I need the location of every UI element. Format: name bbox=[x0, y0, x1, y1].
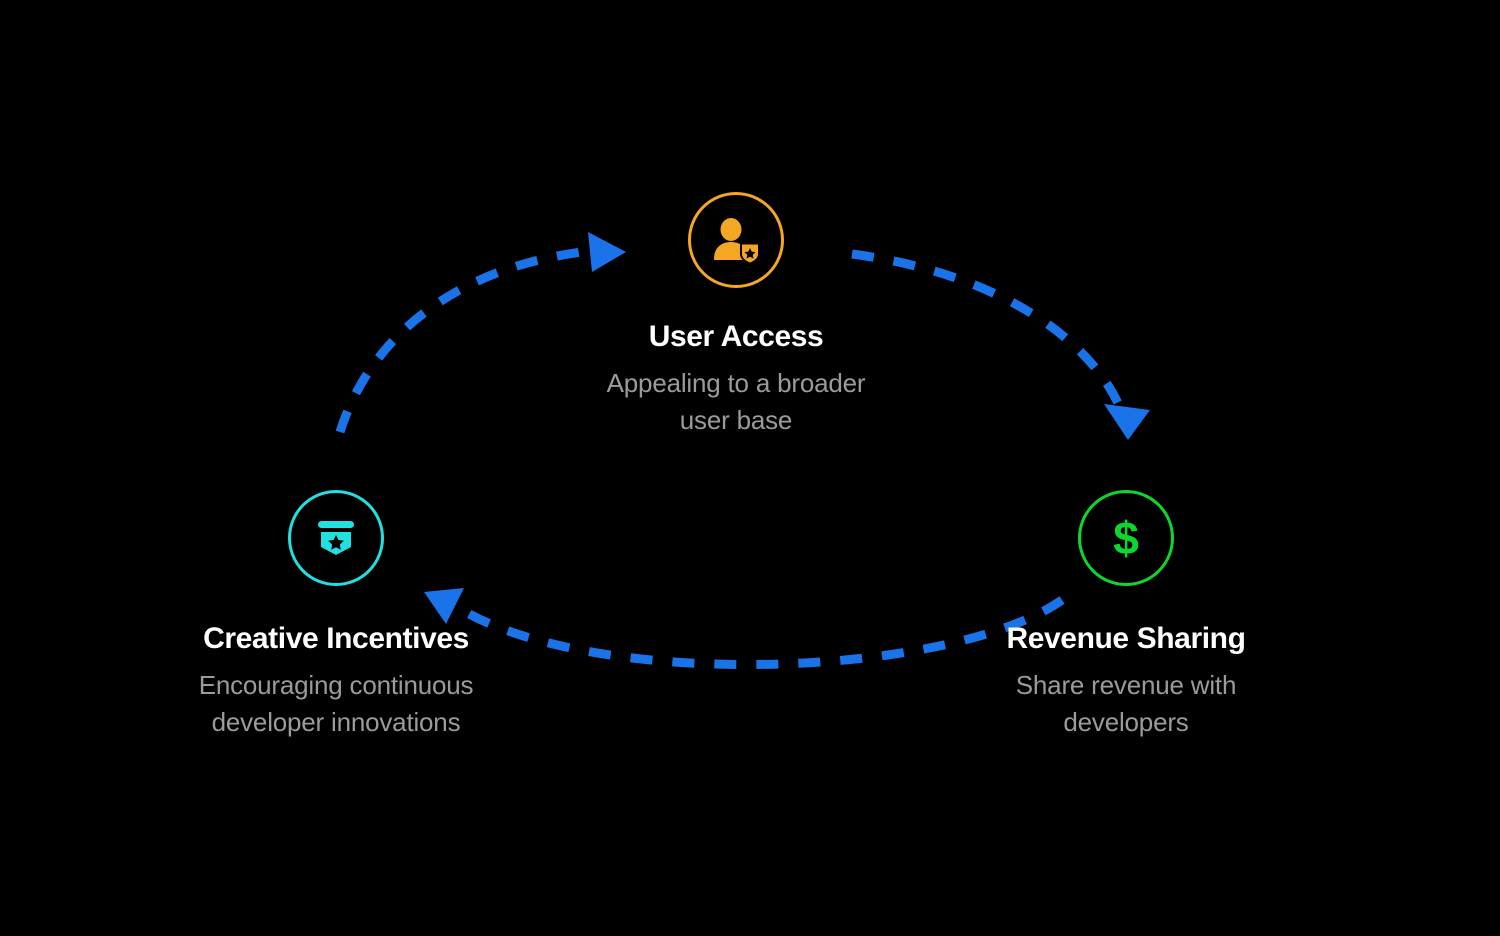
arrow-creative-to-user bbox=[335, 232, 626, 434]
creative-incentives-text-block: Creative Incentives Encouraging continuo… bbox=[199, 622, 474, 741]
revenue-sharing-description: Share revenue with developers bbox=[1015, 670, 1237, 737]
node-user-access[interactable]: User Access Appealing to a broader user … bbox=[588, 192, 884, 439]
user-access-description: Appealing to a broader user base bbox=[606, 368, 866, 435]
user-shield-icon bbox=[714, 218, 760, 265]
creative-incentives-icon-circle[interactable] bbox=[288, 490, 384, 586]
creative-incentives-description: Encouraging continuous developer innovat… bbox=[198, 670, 474, 737]
arrow-revenue-to-creative bbox=[424, 588, 1065, 670]
award-badge-icon bbox=[318, 521, 354, 555]
user-access-text-block: User Access Appealing to a broader user … bbox=[607, 320, 866, 439]
revenue-sharing-title: Revenue Sharing bbox=[1006, 622, 1246, 655]
arrow-revenue-to-creative-path bbox=[459, 596, 1065, 670]
arrow-user-to-revenue-path bbox=[851, 249, 1127, 414]
node-creative-incentives[interactable]: Creative Incentives Encouraging continuo… bbox=[188, 490, 484, 741]
arrow-creative-to-user-path bbox=[335, 245, 601, 434]
node-revenue-sharing[interactable]: $ Revenue Sharing Share revenue with dev… bbox=[978, 490, 1274, 741]
arrow-user-to-revenue bbox=[851, 249, 1150, 440]
arrow-user-to-revenue-head bbox=[1104, 404, 1150, 440]
revenue-sharing-text-block: Revenue Sharing Share revenue with devel… bbox=[1006, 622, 1245, 741]
revenue-sharing-icon-circle[interactable]: $ bbox=[1078, 490, 1174, 586]
svg-text:$: $ bbox=[1113, 512, 1139, 564]
creative-incentives-title: Creative Incentives bbox=[203, 622, 469, 655]
dollar-sign-icon: $ bbox=[1113, 512, 1139, 564]
user-access-title: User Access bbox=[648, 320, 824, 353]
user-access-icon-circle[interactable] bbox=[688, 192, 784, 288]
